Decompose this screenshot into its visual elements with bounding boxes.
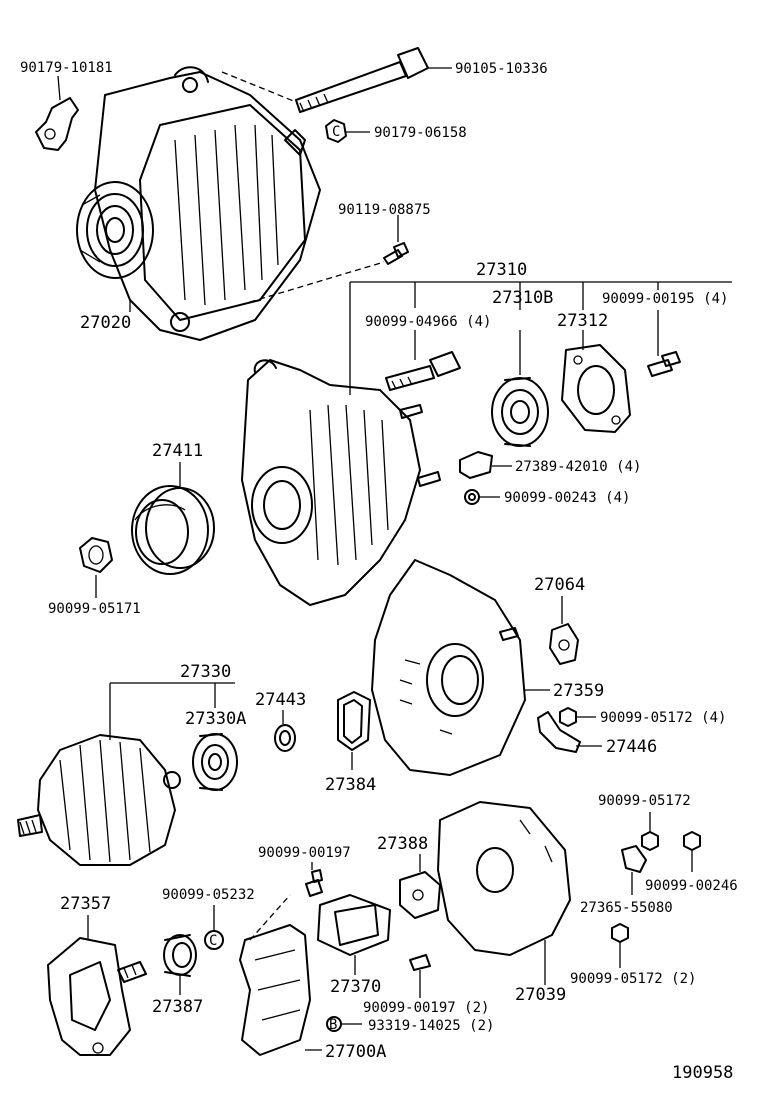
label-90099-05172-2: 90099-05172 (2): [570, 971, 696, 987]
bearing-27330A: [192, 733, 238, 791]
label-90119-08875: 90119-08875: [338, 202, 431, 218]
bolt-90119-08875: [239, 242, 409, 306]
label-27064: 27064: [534, 575, 585, 595]
regulator-27700A: [239, 894, 311, 1056]
label-90179-06158: 90179-06158: [374, 125, 467, 141]
label-27384: 27384: [325, 775, 376, 795]
diagram-id: 190958: [672, 1063, 733, 1083]
label-27411: 27411: [152, 441, 203, 461]
label-27310: 27310: [476, 260, 527, 280]
washer-90099-00243: [464, 489, 480, 505]
label-90099-05172-4: 90099-05172 (4): [600, 710, 726, 726]
label-27359: 27359: [553, 681, 604, 701]
label-90099-00246: 90099-00246: [645, 878, 738, 894]
rectifier-27357: [47, 937, 147, 1056]
gasket-27384: [337, 691, 371, 751]
label-90099-05172: 90099-05172: [598, 793, 691, 809]
insulator-27389-42010: [459, 451, 493, 479]
ring-27443: [274, 724, 296, 752]
label-27039: 27039: [515, 985, 566, 1005]
drive-end-frame-27310: [241, 359, 441, 606]
label-27387: 27387: [152, 997, 203, 1017]
label-90099-00197-2: 90099-00197 (2): [363, 1000, 489, 1016]
cover-27064: [549, 623, 579, 665]
terminal-27388: [399, 871, 441, 919]
label-27443: 27443: [255, 690, 306, 710]
label-90099-04966: 90099-04966 (4): [365, 314, 491, 330]
screw-90099-00197-x2: [409, 954, 431, 971]
rear-end-frame-27359: [371, 559, 526, 776]
label-90099-05171: 90099-05171: [48, 601, 141, 617]
label-27365-55080: 27365-55080: [580, 900, 673, 916]
label-90099-05232: 90099-05232: [162, 887, 255, 903]
washer-90099-05232: C: [204, 930, 224, 950]
rotor-27330: [17, 734, 181, 866]
label-27312: 27312: [557, 311, 608, 331]
insulator-27387: [163, 934, 197, 977]
label-90099-00197: 90099-00197: [258, 845, 351, 861]
washer-b-glyph: B: [329, 1017, 337, 1033]
part-number-labels: 90179-10181 90105-10336 90179-06158 9011…: [20, 60, 738, 1083]
nut-90099-05171: [79, 537, 113, 573]
label-90105-10336: 90105-10336: [455, 61, 548, 77]
label-93319-14025: 93319-14025 (2): [368, 1018, 494, 1034]
label-27700A: 27700A: [325, 1042, 386, 1062]
label-27330A: 27330A: [185, 709, 246, 729]
label-27020: 27020: [80, 313, 131, 333]
bracket-90179-10181: [35, 97, 79, 151]
label-27310B: 27310B: [492, 288, 553, 308]
brush-holder-27370: [317, 894, 391, 956]
label-27330: 27330: [180, 662, 231, 682]
alternator-assembly-27020: [76, 66, 321, 341]
screw-90099-00195: [647, 351, 681, 377]
label-27446: 27446: [606, 737, 657, 757]
stud-bolt-90099-04966: [385, 351, 461, 391]
nut-90179-06158: C: [325, 119, 347, 143]
nut-90099-05172-top: [641, 831, 659, 851]
label-27370: 27370: [330, 977, 381, 997]
label-27357: 27357: [60, 894, 111, 914]
nut-90099-05172-x4: [559, 707, 577, 727]
plate-27365-55080: [621, 845, 647, 873]
washer-c-glyph-2: C: [209, 933, 217, 949]
screw-90099-00197: [305, 869, 323, 897]
label-90179-10181: 90179-10181: [20, 60, 113, 76]
nut-90099-05172-x2: [611, 923, 629, 943]
bearing-27310B: [491, 377, 549, 447]
label-90099-00243: 90099-00243 (4): [504, 490, 630, 506]
retainer-plate-27312: [561, 344, 631, 433]
label-90099-00195: 90099-00195 (4): [602, 291, 728, 307]
pulley-27411: [131, 485, 215, 575]
nut-90099-00246: [683, 831, 701, 851]
label-27388: 27388: [377, 834, 428, 854]
through-bolt-90105-10336: [221, 47, 429, 113]
washer-c-glyph: C: [332, 124, 340, 140]
leader-lines: [57, 67, 732, 1051]
screw-93319-14025: B: [326, 1016, 342, 1033]
plate-27446: [537, 711, 581, 753]
rear-cover-27039: [437, 801, 571, 956]
label-27389-42010: 27389-42010 (4): [515, 459, 641, 475]
